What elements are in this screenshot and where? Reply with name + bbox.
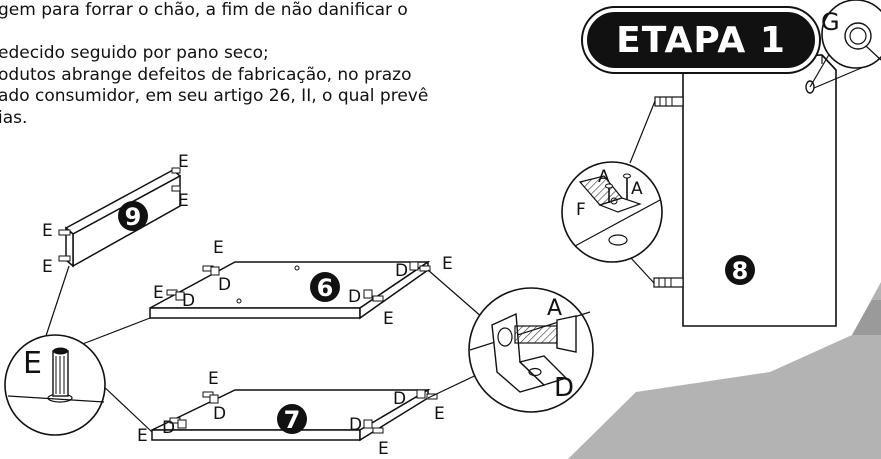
label-E: E [378,439,389,459]
instruction-line: ado consumidor, em seu artigo 26, II, o … [0,86,429,106]
label-E: E [178,152,189,172]
panel-8-badge: 8 [725,255,755,285]
label-D: D [348,287,361,307]
label-A-large: A [547,296,562,321]
panel-7-labels: E D E D D E D E [137,369,445,459]
panel-6-number: 6 [317,274,334,302]
label-A: A [631,179,643,199]
panel-8-number: 8 [732,257,749,285]
panel-9-badge: 9 [118,201,148,231]
label-D: D [395,261,408,281]
label-F: F [576,200,586,220]
hinge-bottom [653,277,684,288]
panel-6 [149,260,431,320]
label-E: E [153,283,164,303]
label-E: E [383,309,394,329]
panel-9-number: 9 [125,203,142,231]
label-E: E [42,257,53,277]
label-D: D [162,418,175,438]
label-E: E [434,404,445,424]
floor-shading-edge [852,300,881,335]
label-E-large: E [23,346,42,381]
label-G: G [821,8,840,36]
panel-7-badge: 7 [277,404,307,434]
panel-8 [653,54,837,327]
label-D: D [182,291,195,311]
dowel-detail-E: E [4,334,106,436]
hinge-top [654,96,684,107]
label-E: E [442,254,453,274]
label-D: D [218,275,231,295]
stage-badge: ETAPA 1 [583,8,819,72]
label-A: A [598,167,610,187]
dowel-detail-G: G [809,0,881,89]
panel-7-number: 7 [284,406,301,434]
label-D: D [213,404,226,424]
instruction-line: edecido seguido por pano seco; [0,43,269,63]
instruction-line: ias. [0,107,28,128]
camlock-detail-circle: A D [468,287,594,413]
label-E: E [42,221,53,241]
hinge-detail-circle: A A F [561,161,663,263]
label-E: E [137,426,148,446]
instructions-text: gem para forrar o chão, a fim de não dan… [0,0,558,129]
label-E: E [178,191,189,211]
label-D: D [349,415,362,435]
label-E: E [213,238,224,258]
label-D: D [393,389,406,409]
label-E: E [208,369,219,389]
panel-6-badge: 6 [310,272,340,302]
label-D-large: D [554,373,574,403]
instruction-line: odutos abrange defeitos de fabricação, n… [0,64,412,85]
instruction-line: gem para forrar o chão, a fim de não dan… [0,0,408,20]
floor-shading [568,282,881,459]
panel-6-labels: E D E D D E D E [153,238,453,329]
